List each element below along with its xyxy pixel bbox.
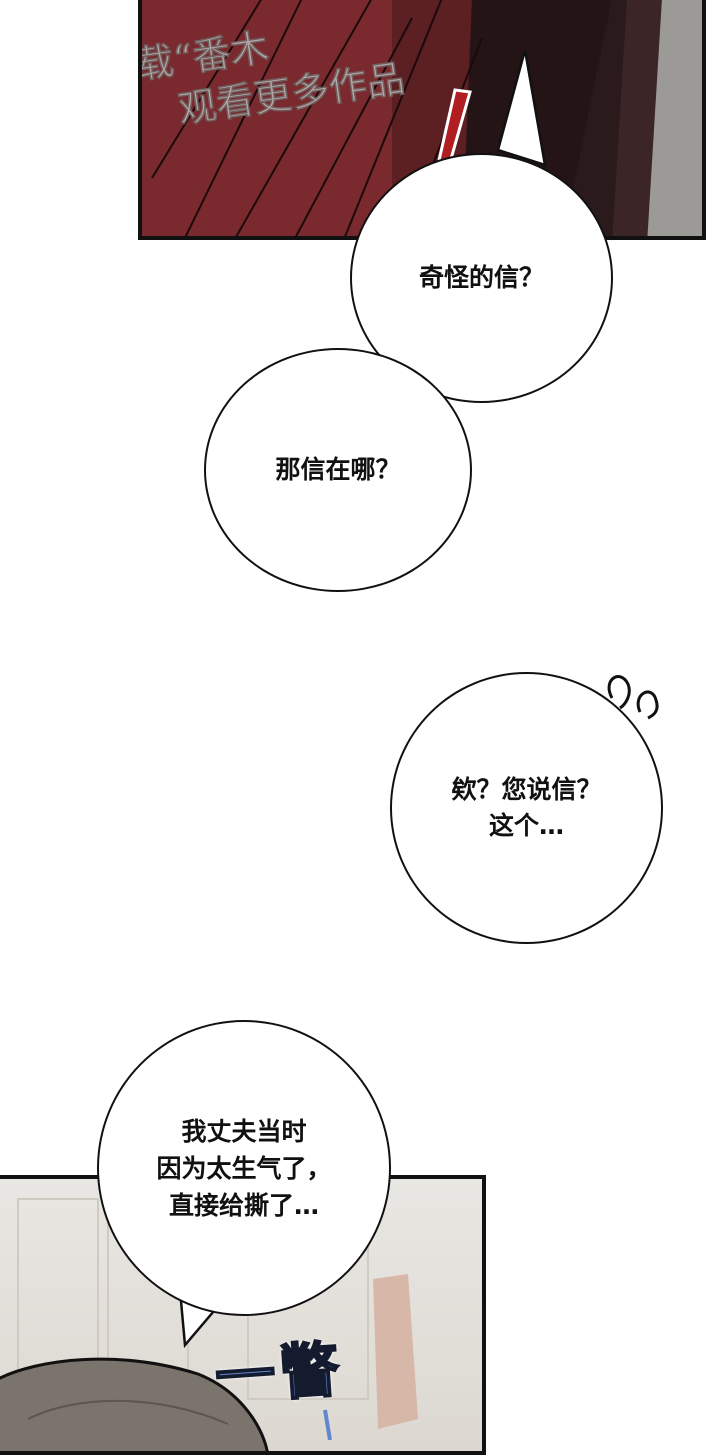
speech-bubble-2: 那信在哪？ [204,348,472,592]
bubble-line: 直接给撕了… [168,1190,319,1220]
bubble-line: 因为太生气了， [156,1153,332,1183]
speech-bubble-4: 我丈夫当时因为太生气了， 直接给撕了… [97,1020,391,1316]
speech-bubble-3: 欸？您说信？ 这个… [390,672,663,944]
bubble-line: 欸？您说信？ [451,775,602,804]
bubble-line: 这个… [488,811,564,840]
bubble-text: 奇怪的信？ [418,263,544,292]
bubble-text: 那信在哪？ [275,455,401,484]
sound-effect-glance: 一瞥 [212,1334,347,1415]
bubble-line: 我丈夫当时 [181,1116,307,1146]
surprise-swirl-icon [607,675,659,720]
room-art [0,1198,418,1451]
